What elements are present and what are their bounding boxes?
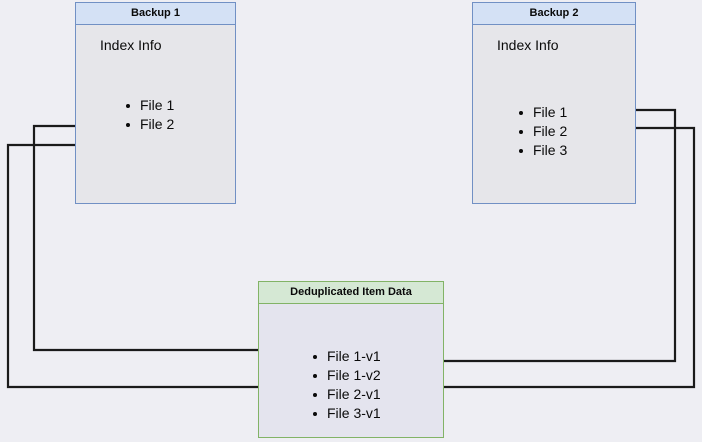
- backup1-body: Index Info File 1 File 2: [76, 25, 235, 203]
- backup2-header: Backup 2: [473, 3, 635, 25]
- dedup-body: File 1-v1 File 1-v2 File 2-v1 File 3-v1: [259, 304, 443, 437]
- list-item: File 3: [517, 141, 567, 160]
- backup2-section-title: Index Info: [497, 37, 559, 53]
- list-item: File 3-v1: [311, 404, 381, 423]
- dedup-header: Deduplicated Item Data: [259, 282, 443, 304]
- backup1-file-list: File 1 File 2: [124, 96, 174, 134]
- list-item: File 2: [124, 115, 174, 134]
- backup1-section-title: Index Info: [100, 37, 162, 53]
- list-item: File 2-v1: [311, 385, 381, 404]
- backup1-header: Backup 1: [76, 3, 235, 25]
- list-item: File 1: [124, 96, 174, 115]
- list-item: File 2: [517, 122, 567, 141]
- deduplicated-item-data-box[interactable]: Deduplicated Item Data File 1-v1 File 1-…: [258, 281, 444, 438]
- backup2-file-list: File 1 File 2 File 3: [517, 103, 567, 160]
- list-item: File 1-v1: [311, 347, 381, 366]
- list-item: File 1: [517, 103, 567, 122]
- backup2-body: Index Info File 1 File 2 File 3: [473, 25, 635, 203]
- list-item: File 1-v2: [311, 366, 381, 385]
- dedup-item-list: File 1-v1 File 1-v2 File 2-v1 File 3-v1: [311, 347, 381, 423]
- backup2-box[interactable]: Backup 2 Index Info File 1 File 2 File 3: [472, 2, 636, 204]
- backup1-box[interactable]: Backup 1 Index Info File 1 File 2: [75, 2, 236, 204]
